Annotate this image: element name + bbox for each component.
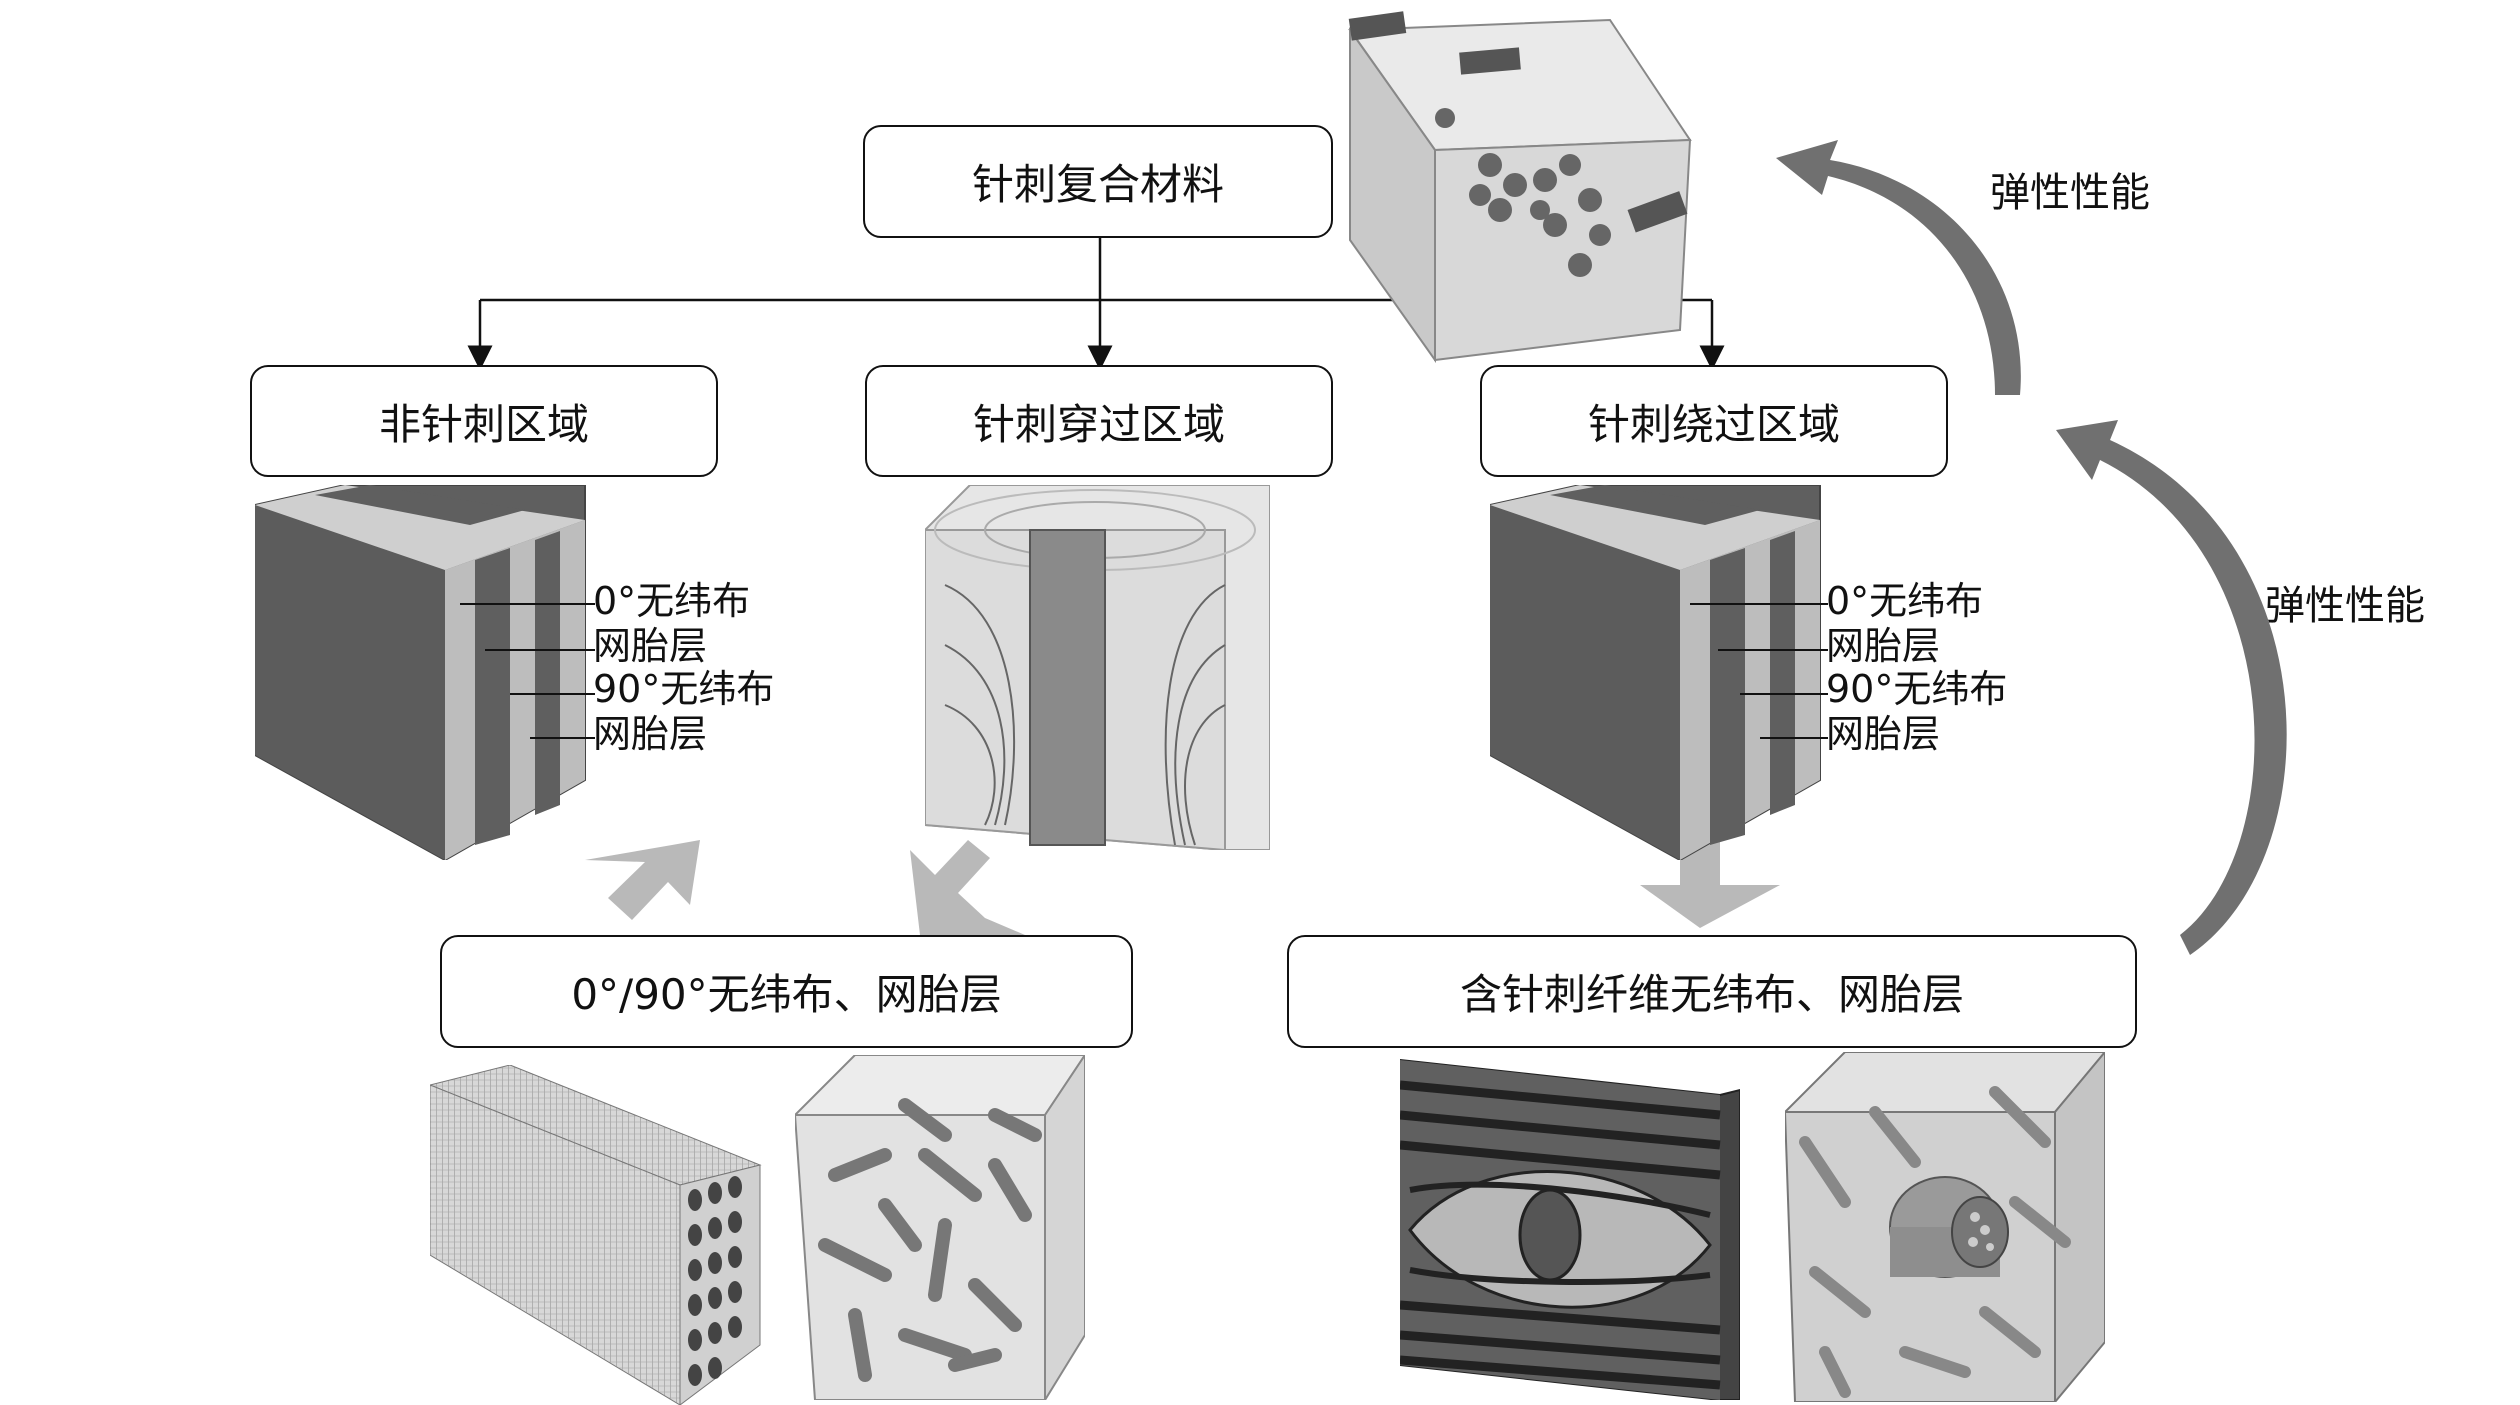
result-box-right: 含针刺纤维无纬布、网胎层 [1287, 935, 2137, 1048]
upper-feedback-label: 弹性性能 [1990, 170, 2150, 216]
root-box: 针刺复合材料 [863, 125, 1333, 238]
layer-label-right-1: 0°无纬布 [1826, 579, 1984, 623]
needle-through-box: 针刺穿过区域 [865, 365, 1333, 477]
needle-around-box-label: 针刺绕过区域 [1587, 399, 1840, 449]
lower-feedback-label: 弹性性能 [2265, 583, 2425, 629]
curved-arrow-upper [1776, 140, 2021, 395]
gray-arrow-middle [910, 840, 1025, 935]
needled-fabric-model [1400, 1058, 1740, 1400]
needle-through-block [925, 485, 1270, 850]
layered-block-right [1490, 485, 1821, 860]
layer-label-left-3: 90°无纬布 [593, 667, 775, 711]
layer-label-left-2: 网胎层 [593, 624, 708, 668]
result-box-left-label: 0°/90°无纬布、网胎层 [571, 970, 1002, 1019]
layer-label-right-3: 90°无纬布 [1826, 667, 2008, 711]
needle-around-box: 针刺绕过区域 [1480, 365, 1948, 477]
non-needled-box-label: 非针刺区域 [378, 399, 589, 449]
gray-arrow-right [1640, 840, 1780, 928]
web-layer-model [795, 1055, 1085, 1400]
gray-arrow-left [585, 840, 700, 920]
non-needled-box: 非针刺区域 [250, 365, 718, 477]
layer-label-left-1: 0°无纬布 [593, 579, 751, 623]
layer-label-right-4: 网胎层 [1826, 712, 1941, 756]
layer-label-left-4: 网胎层 [593, 712, 708, 756]
curved-arrow-lower [2056, 420, 2287, 955]
composite-block-model-top [1348, 11, 1692, 364]
unidirectional-fabric-model [430, 1065, 762, 1405]
result-box-right-label: 含针刺纤维无纬布、网胎层 [1459, 970, 1964, 1019]
root-box-label: 针刺复合材料 [971, 160, 1224, 209]
needle-through-box-label: 针刺穿过区域 [972, 399, 1225, 449]
layer-label-right-2: 网胎层 [1826, 624, 1941, 668]
result-box-left: 0°/90°无纬布、网胎层 [440, 935, 1133, 1048]
needled-web-layer-model [1785, 1052, 2105, 1402]
